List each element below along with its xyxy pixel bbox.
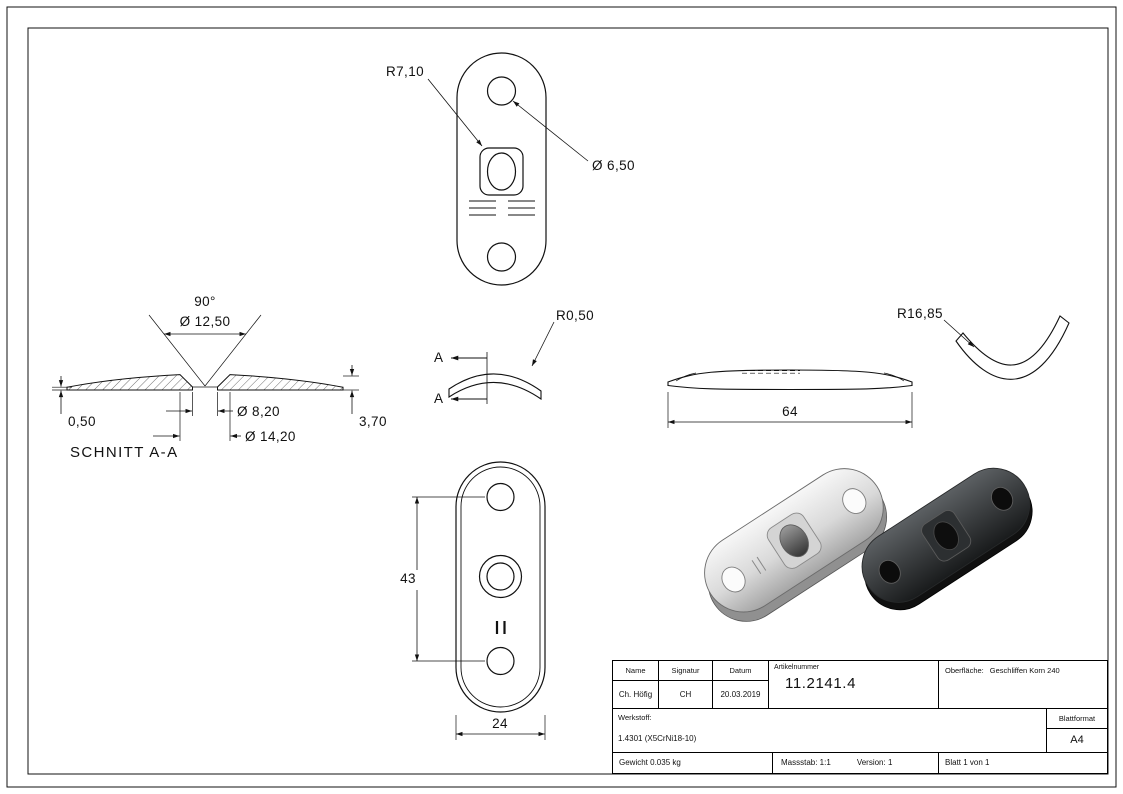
tb-surface-label: Oberfläche: (945, 666, 984, 675)
tb-weight: Gewicht 0.035 kg (613, 753, 773, 773)
tb-article-number: 11.2141.4 (785, 675, 857, 693)
side-view (667, 369, 913, 428)
tb-col-date: Datum 20.03.2019 (713, 661, 769, 708)
title-block: Name Ch. Höfig Signatur CH Datum 20.03.2… (612, 660, 1108, 774)
tb-format-label: Blattformat (1047, 709, 1107, 729)
iso-view-front (704, 468, 888, 622)
leader-r0-50 (531, 321, 555, 367)
label-a-top: A (434, 350, 443, 365)
tb-version: Version: 1 (856, 758, 893, 768)
tb-scale-cell: Massstab: 1:1 Version: 1 (773, 753, 939, 773)
tb-article-cell: Artikelnummer 11.2141.4 (769, 661, 939, 708)
tb-format-value: A4 (1070, 733, 1084, 746)
inner-frame (27, 27, 1109, 775)
front-view (455, 461, 546, 713)
tb-signature-value: CH (679, 689, 692, 699)
tb-date-label: Datum (713, 661, 768, 681)
label-24: 24 (492, 716, 508, 731)
curvature-profile-view (955, 315, 1070, 380)
label-r0-50: R0,50 (556, 308, 594, 323)
section-view (52, 314, 359, 441)
tb-material-cell: Werkstoff: 1.4301 (X5CrNi18-10) (613, 709, 1047, 752)
tb-surface-value: Geschliffen Korn 240 (989, 666, 1060, 675)
front-view-dimensions (412, 496, 546, 740)
label-angle-90: 90° (194, 294, 216, 309)
tb-col-name: Name Ch. Höfig (613, 661, 659, 708)
tb-article-label: Artikelnummer (774, 664, 820, 671)
tb-name-label: Name (613, 661, 658, 681)
tb-scale: Massstab: 1:1 (781, 758, 831, 768)
label-d8-20: Ø 8,20 (237, 404, 280, 419)
tb-date-value: 20.03.2019 (720, 689, 761, 699)
label-0-50: 0,50 (68, 414, 96, 429)
tb-surface-cell: Oberfläche: Geschliffen Korn 240 (939, 661, 1107, 708)
leader-r16-85 (943, 319, 975, 348)
label-r7-10: R7,10 (386, 64, 424, 79)
tb-material-label: Werkstoff: (618, 713, 652, 722)
edge-profile-view (448, 373, 542, 401)
label-r16-85: R16,85 (897, 306, 943, 321)
tb-col-signature: Signatur CH (659, 661, 713, 708)
top-view (456, 52, 547, 286)
tb-name-value: Ch. Höfig (618, 689, 653, 699)
label-a-bottom: A (434, 391, 443, 406)
top-view-dimensions (427, 78, 589, 162)
outer-border (6, 6, 1117, 788)
tb-sheet: Blatt 1 von 1 (945, 758, 990, 768)
tb-signature-label: Signatur (659, 661, 712, 681)
label-43: 43 (400, 571, 416, 586)
label-64: 64 (782, 404, 798, 419)
tb-format-cell: Blattformat A4 (1047, 709, 1107, 752)
label-d12-50: Ø 12,50 (180, 314, 231, 329)
tb-material-value: 1.4301 (X5CrNi18-10) (618, 734, 697, 744)
iso-view-back (861, 467, 1033, 611)
cut-line-AA (451, 352, 488, 404)
label-3-70: 3,70 (359, 414, 387, 429)
label-d14-20: Ø 14,20 (245, 429, 296, 444)
section-title: SCHNITT A-A (70, 444, 178, 461)
label-d6-50: Ø 6,50 (592, 158, 635, 173)
